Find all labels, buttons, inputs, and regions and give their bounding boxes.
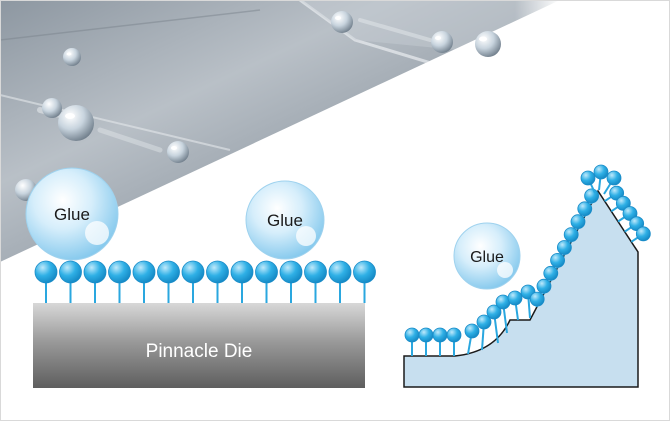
molecule-icon [550, 252, 565, 269]
molecule-icon [543, 265, 559, 282]
molecule-icon [486, 304, 502, 344]
molecule-icon [446, 327, 462, 356]
water-droplet-icon [63, 48, 81, 66]
molecule-icon [328, 260, 352, 303]
glue-label-left: Glue [54, 205, 90, 224]
molecule-icon [593, 164, 609, 191]
molecule-icon [536, 278, 552, 295]
water-droplets [15, 11, 501, 201]
glue-bubble-icon [296, 226, 316, 246]
metal-sheet [0, 0, 560, 262]
molecule-icon [83, 260, 107, 303]
glue-bubble-icon [497, 262, 513, 278]
water-droplet-icon [167, 141, 189, 163]
water-droplet-icon [42, 98, 62, 118]
water-droplet-icon [431, 31, 453, 53]
molecule-icon [556, 240, 572, 256]
molecule-icon [255, 260, 278, 303]
molecule-icon [476, 314, 492, 351]
glue-label-right: Glue [470, 249, 504, 266]
glue-bubble-right: Glue [453, 222, 521, 290]
glue-bubble-icon [85, 221, 109, 245]
molecule-icon [230, 260, 254, 303]
molecule-icon [181, 260, 205, 303]
molecule-icon [630, 226, 651, 243]
molecule-icon [304, 260, 327, 303]
molecule-icon [108, 260, 131, 303]
molecule-icon [404, 327, 420, 356]
molecule-icon [529, 291, 545, 308]
substrate [403, 189, 639, 388]
glue-label-middle: Glue [267, 211, 303, 230]
molecule-icon [34, 260, 58, 303]
molecule-icon [580, 170, 596, 194]
molecule-icon [432, 327, 448, 356]
die-label: Pinnacle Die [146, 341, 253, 362]
molecule-icon [418, 327, 434, 356]
molecule-icon [507, 290, 523, 321]
water-droplet-icon [475, 31, 501, 57]
molecule-icon [464, 323, 480, 355]
water-droplet-icon [331, 11, 353, 33]
molecule-icon [132, 260, 156, 303]
molecule-icon [570, 214, 586, 230]
glue-bubble-middle: Glue [245, 180, 325, 260]
pinnacle-die [33, 303, 365, 388]
glue-bubble-left: Glue [25, 167, 119, 261]
molecule-icon [495, 294, 511, 334]
molecule-icon [279, 260, 303, 303]
molecule-icon [577, 201, 593, 217]
molecule-icon [563, 227, 579, 243]
molecule-layer-slope [404, 164, 651, 356]
water-droplet-icon [58, 105, 94, 141]
molecule-icon [603, 170, 622, 195]
molecule-icon [353, 260, 376, 303]
molecule-icon [157, 260, 180, 303]
molecule-icon [206, 260, 229, 303]
molecule-icon [59, 260, 82, 303]
molecule-row [34, 260, 376, 303]
